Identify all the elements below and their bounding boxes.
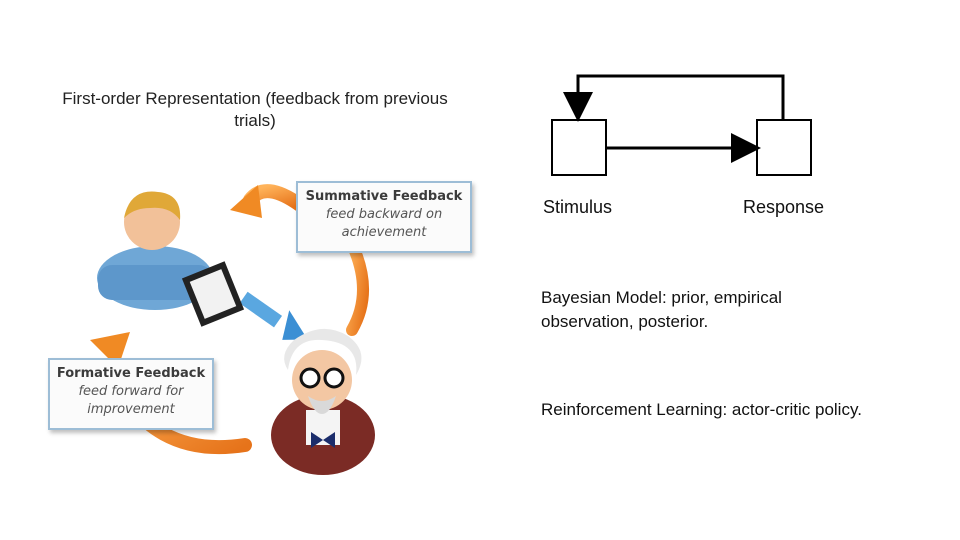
formative-heading: Formative Feedback [56,366,206,381]
stimulus-box [551,119,607,176]
stimulus-response-diagram [551,74,812,176]
formative-subtitle: feed forward for improvement [78,384,184,417]
response-box [756,119,812,176]
response-label: Response [743,197,825,217]
formative-feedback-box: Formative Feedback feed forward for impr… [48,358,214,430]
right-orange-arc [344,234,369,336]
summative-arrowhead [230,185,262,218]
feedback-illustration [90,184,375,475]
summative-subtitle: feed backward on achievement [325,207,443,240]
professor-icon [271,328,375,475]
stimulus-label: Stimulus [543,197,613,217]
first-order-title: First-order Representation (feedback fro… [62,89,448,130]
summative-feedback-box: Summative Feedback feed backward on achi… [296,181,472,253]
feedback-loop-arrow [563,74,785,122]
reinforcement-note: Reinforcement Learning: actor-critic pol… [541,400,862,419]
summative-heading: Summative Feedback [305,189,463,204]
student-icon [97,191,213,310]
bayesian-note: Bayesian Model: prior, empirical observa… [541,288,782,331]
blue-arrow-icon [239,291,308,340]
tablet-icon [181,261,245,327]
